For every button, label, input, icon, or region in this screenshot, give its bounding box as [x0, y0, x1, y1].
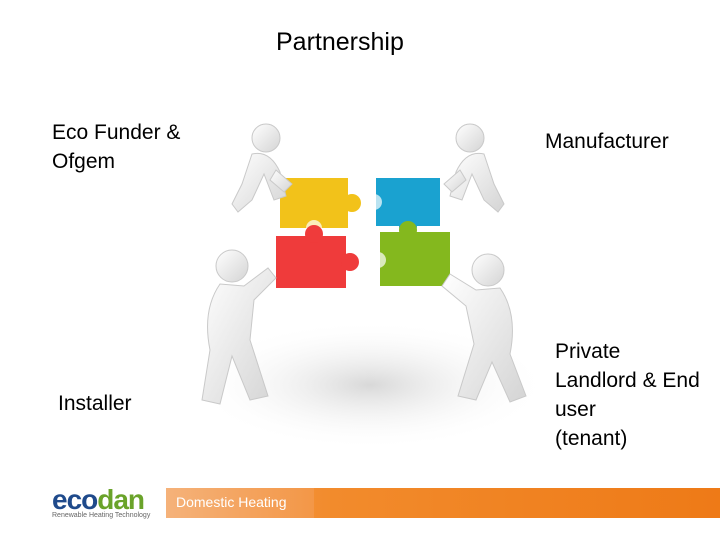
label-eco-funder: Eco Funder & Ofgem — [52, 121, 181, 173]
puzzle-piece-yellow — [280, 178, 361, 236]
ecodan-logo: ecodan Renewable Heating Technology — [52, 484, 150, 519]
puzzle-piece-red — [276, 225, 359, 288]
label-landlord-line-3: user — [555, 398, 596, 421]
floor-shadow — [190, 320, 550, 450]
person-top-left — [231, 123, 293, 213]
slide-title: Partnership — [276, 28, 404, 56]
footer-section-label: Domestic Heating — [176, 494, 287, 510]
puzzle-piece-green — [370, 221, 450, 286]
label-manufacturer: Manufacturer — [545, 130, 669, 153]
logo-wordmark: ecodan — [52, 484, 150, 516]
label-landlord-user: Private Landlord & End user (tenant) — [555, 337, 700, 453]
footer-section-box — [166, 488, 314, 518]
label-landlord-line-4: (tenant) — [555, 427, 628, 450]
logo-part-eco: eco — [52, 484, 98, 515]
person-bottom-left — [201, 249, 277, 405]
logo-part-dan: dan — [97, 484, 145, 515]
logo-tagline: Renewable Heating Technology — [52, 512, 151, 519]
label-installer: Installer — [58, 392, 132, 415]
person-top-right — [443, 123, 505, 213]
people-assembling-puzzle-icon — [190, 123, 550, 450]
label-landlord-line-2: Landlord & End — [555, 369, 700, 392]
person-bottom-right — [441, 253, 527, 403]
label-landlord-line-1: Private — [555, 340, 621, 363]
